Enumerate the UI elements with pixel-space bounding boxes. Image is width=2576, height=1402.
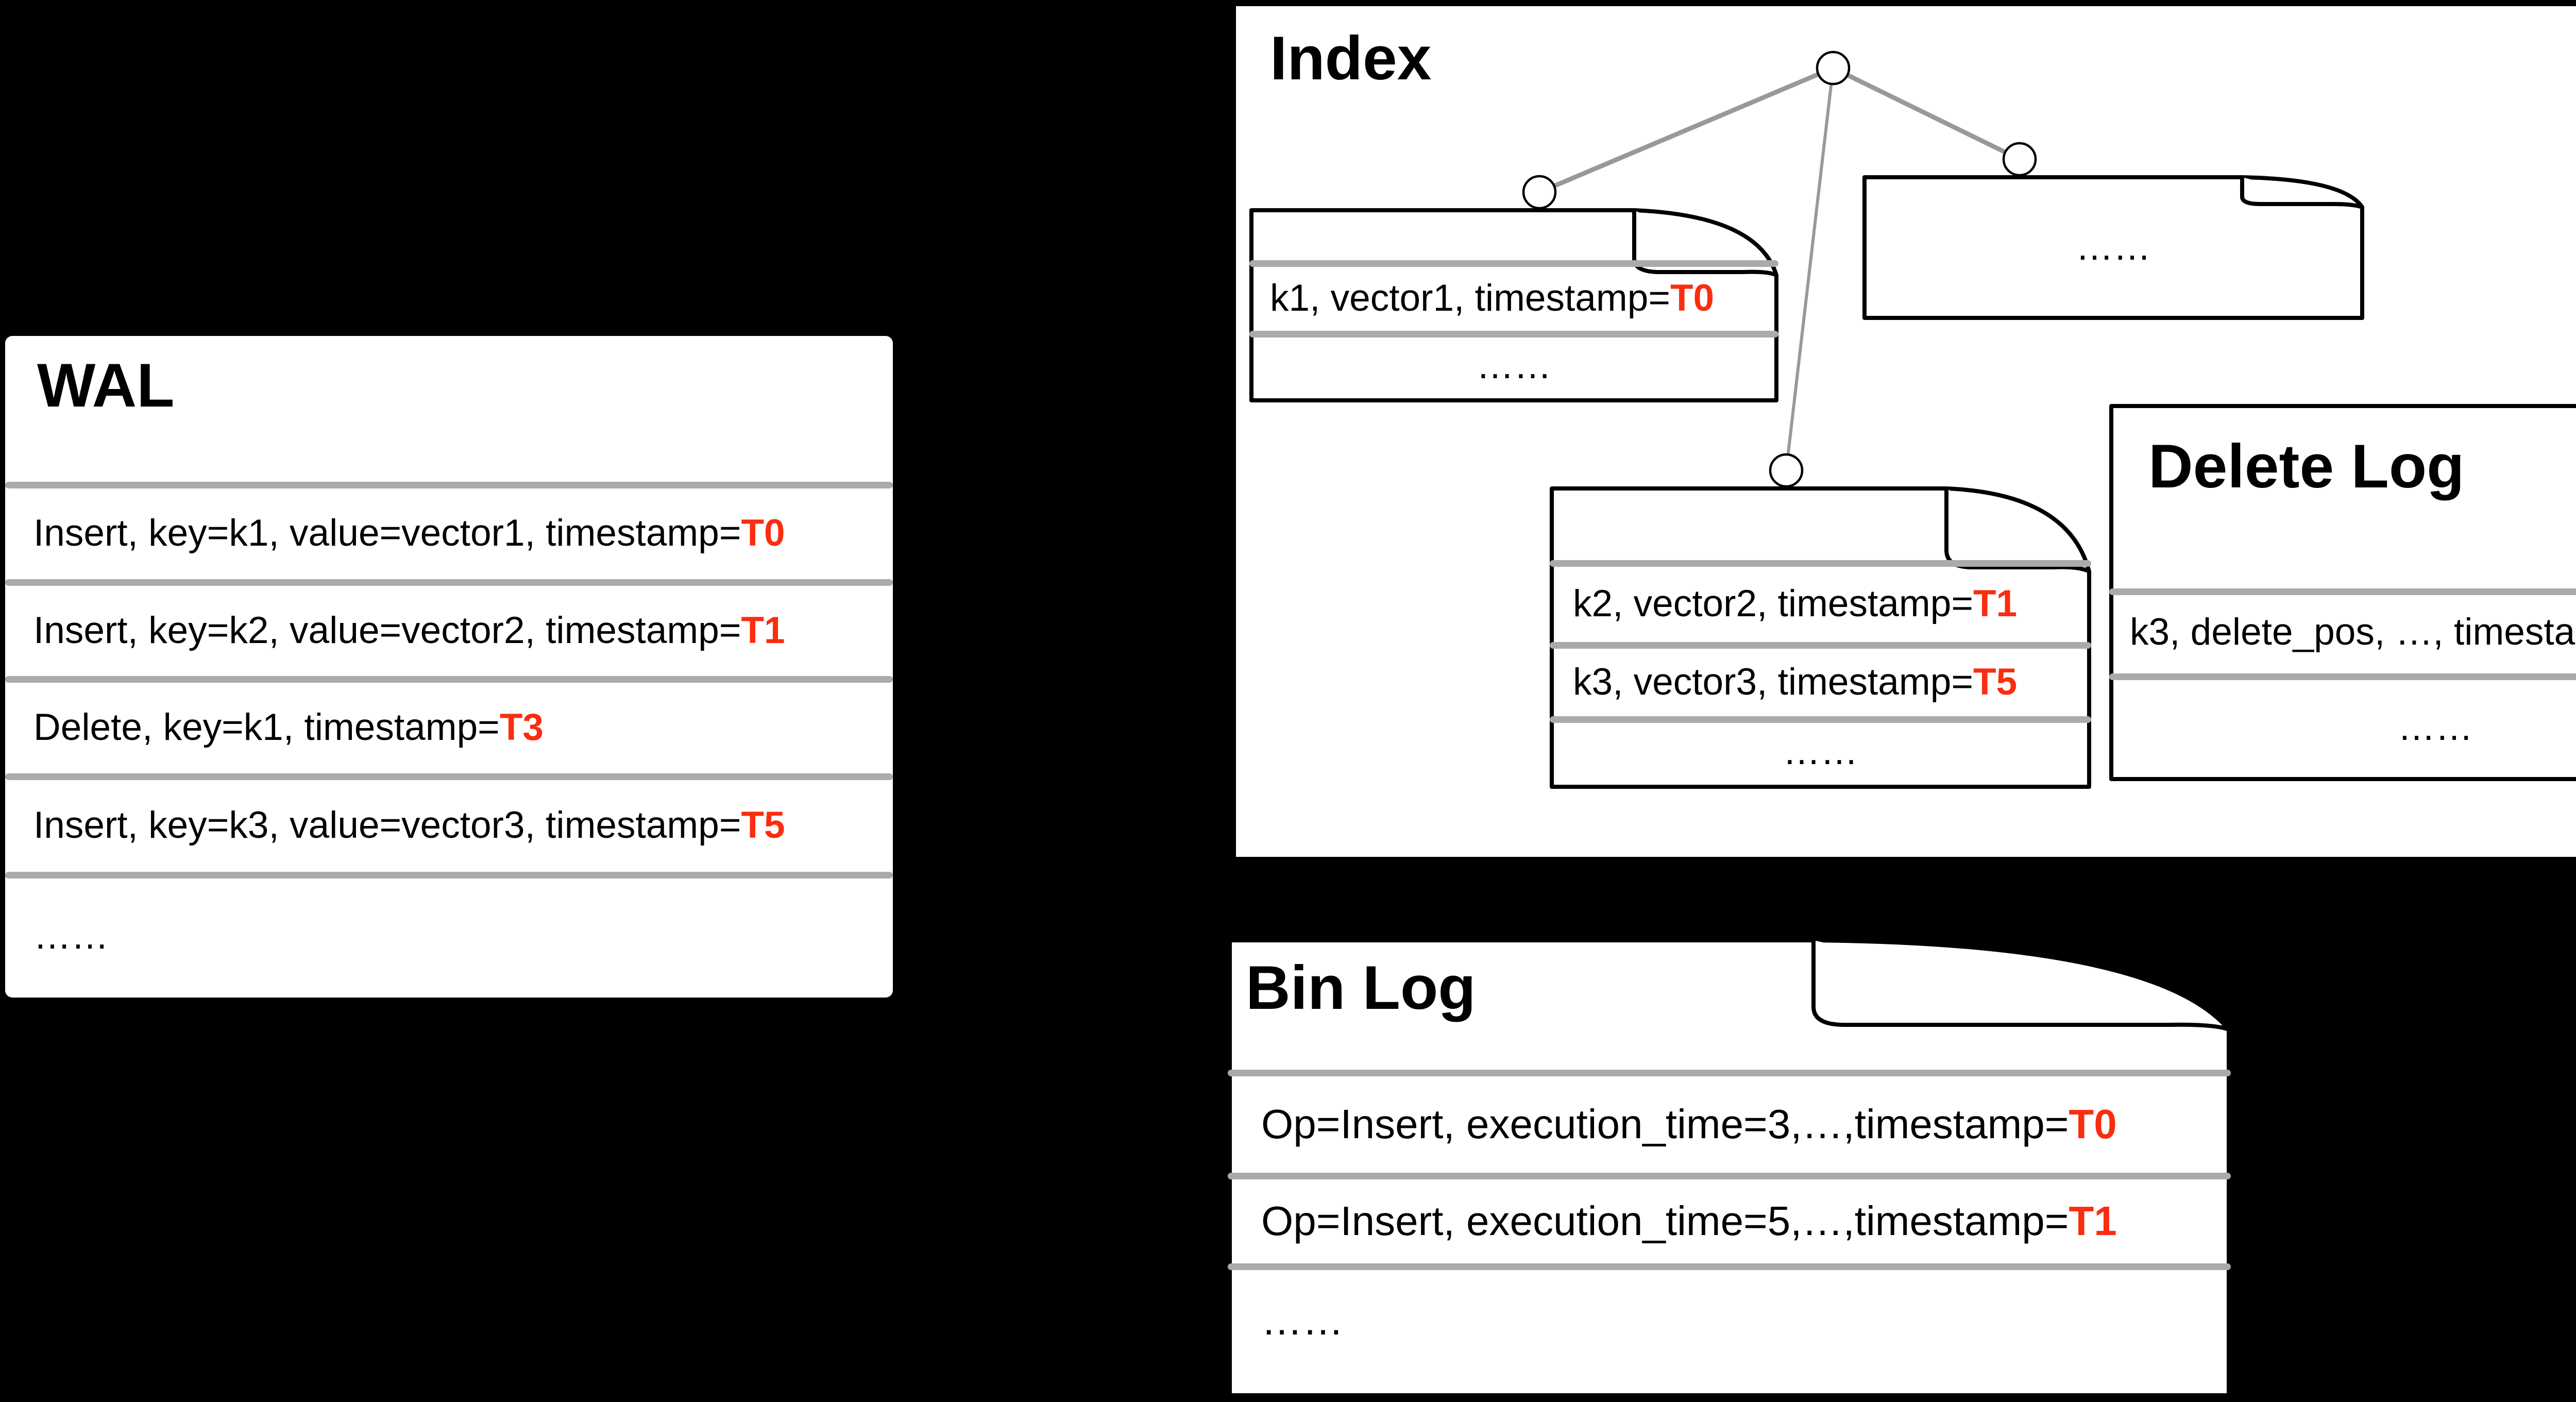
tree-root-node — [1816, 50, 1851, 86]
entry-text: …… — [1783, 731, 1858, 773]
wal-separator — [5, 676, 893, 683]
wal-row: Insert, key=k3, value=vector3, timestamp… — [5, 776, 893, 875]
wal-row-timestamp: T3 — [499, 706, 544, 749]
wal-row-more: …… — [5, 875, 893, 998]
wal-row-text: Insert, key=k1, value=vector1, timestamp… — [33, 512, 741, 554]
row-timestamp: T1 — [2069, 1198, 2117, 1244]
wal-separator — [5, 773, 893, 780]
tree-node-right — [2002, 142, 2037, 177]
wal-title: WAL — [37, 351, 175, 420]
entry-text: k3, vector3, timestamp= — [1573, 661, 1973, 703]
index-segment-k1: k1, vector1, timestamp=T0 …… — [1249, 208, 1778, 402]
entry-timestamp: T5 — [1973, 661, 2018, 703]
node-separator — [1249, 331, 1778, 337]
wal-separator — [5, 482, 893, 488]
wal-row-text: Delete, key=k1, timestamp= — [33, 706, 500, 749]
wal-separator — [5, 579, 893, 586]
node-separator — [1249, 260, 1778, 267]
delete-log: Delete Log k3, delete_pos, …, timestamp=… — [2109, 404, 2576, 781]
wal-row: Delete, key=k1, timestamp=T3 — [5, 679, 893, 776]
index-segment-k2: k2, vector2, timestamp=T1 k3, vector3, t… — [1550, 486, 2091, 789]
bin-log-row-more: …… — [1228, 1266, 2231, 1375]
tree-node-left — [1522, 175, 1557, 210]
log-separator — [2109, 588, 2576, 595]
bin-log-row: Op=Insert, execution_time=3,…,timestamp=… — [1228, 1073, 2231, 1176]
row-text: k3, delete_pos, …, timestamp= — [2130, 611, 2576, 653]
wal-row-timestamp: T5 — [741, 804, 785, 847]
wal-row-timestamp: T0 — [741, 512, 785, 554]
entry-text: k2, vector2, timestamp= — [1573, 583, 1973, 625]
delete-log-title: Delete Log — [2148, 432, 2465, 501]
entry-timestamp: T0 — [1670, 277, 1715, 319]
node-separator — [1550, 716, 2091, 723]
entry-text: …… — [2076, 226, 2151, 268]
index-entry: k1, vector1, timestamp=T0 — [1249, 263, 1778, 334]
index-entry: k2, vector2, timestamp=T1 — [1550, 563, 2091, 645]
index-title: Index — [1270, 24, 1432, 93]
wal-card: WAL Insert, key=k1, value=vector1, times… — [5, 336, 893, 998]
index-entry-more: …… — [1249, 334, 1778, 398]
row-text: Op=Insert, execution_time=3,…,timestamp= — [1261, 1101, 2069, 1147]
tree-edge-middle — [1785, 67, 1835, 471]
wal-row-text: …… — [33, 915, 109, 957]
row-text: Op=Insert, execution_time=5,…,timestamp= — [1261, 1198, 2069, 1244]
index-segment-more: …… — [1862, 175, 2364, 320]
index-tree — [1522, 50, 2037, 488]
document-shape — [1249, 208, 1778, 402]
document-shape — [1228, 938, 2231, 1397]
bin-log-title: Bin Log — [1246, 953, 1476, 1022]
wal-row: Insert, key=k1, value=vector1, timestamp… — [5, 485, 893, 582]
document-shape — [1862, 175, 2364, 320]
log-separator — [1228, 1173, 2231, 1179]
tree-node-middle — [1769, 453, 1804, 488]
row-timestamp: T0 — [2069, 1101, 2117, 1147]
log-separator — [1228, 1263, 2231, 1270]
wal-row-text: Insert, key=k2, value=vector2, timestamp… — [33, 609, 741, 651]
wal-separator — [5, 872, 893, 879]
index-entry-more: …… — [1862, 175, 2364, 320]
log-separator — [1228, 1070, 2231, 1076]
log-separator — [2109, 673, 2576, 680]
tree-edge-left — [1538, 65, 1834, 195]
index-entry: k3, vector3, timestamp=T5 — [1550, 645, 2091, 719]
entry-timestamp: T1 — [1973, 583, 2018, 625]
bin-log: Bin Log Op=Insert, execution_time=3,…,ti… — [1228, 938, 2231, 1397]
row-text: …… — [2398, 706, 2473, 749]
delete-log-row: k3, delete_pos, …, timestamp=T3 — [2109, 592, 2576, 673]
wal-row: Insert, key=k2, value=vector2, timestamp… — [5, 582, 893, 679]
bin-log-row: Op=Insert, execution_time=5,…,timestamp=… — [1228, 1176, 2231, 1266]
wal-row-timestamp: T1 — [741, 609, 785, 651]
node-separator — [1550, 560, 2091, 567]
index-entry-more: …… — [1550, 719, 2091, 785]
delete-log-row-more: …… — [2109, 677, 2576, 779]
entry-text: k1, vector1, timestamp= — [1270, 277, 1670, 319]
row-text: …… — [1261, 1297, 1344, 1343]
wal-row-text: Insert, key=k3, value=vector3, timestamp… — [33, 804, 741, 847]
tree-edge-right — [1832, 65, 2021, 162]
entry-text: …… — [1476, 345, 1552, 387]
node-separator — [1550, 642, 2091, 649]
